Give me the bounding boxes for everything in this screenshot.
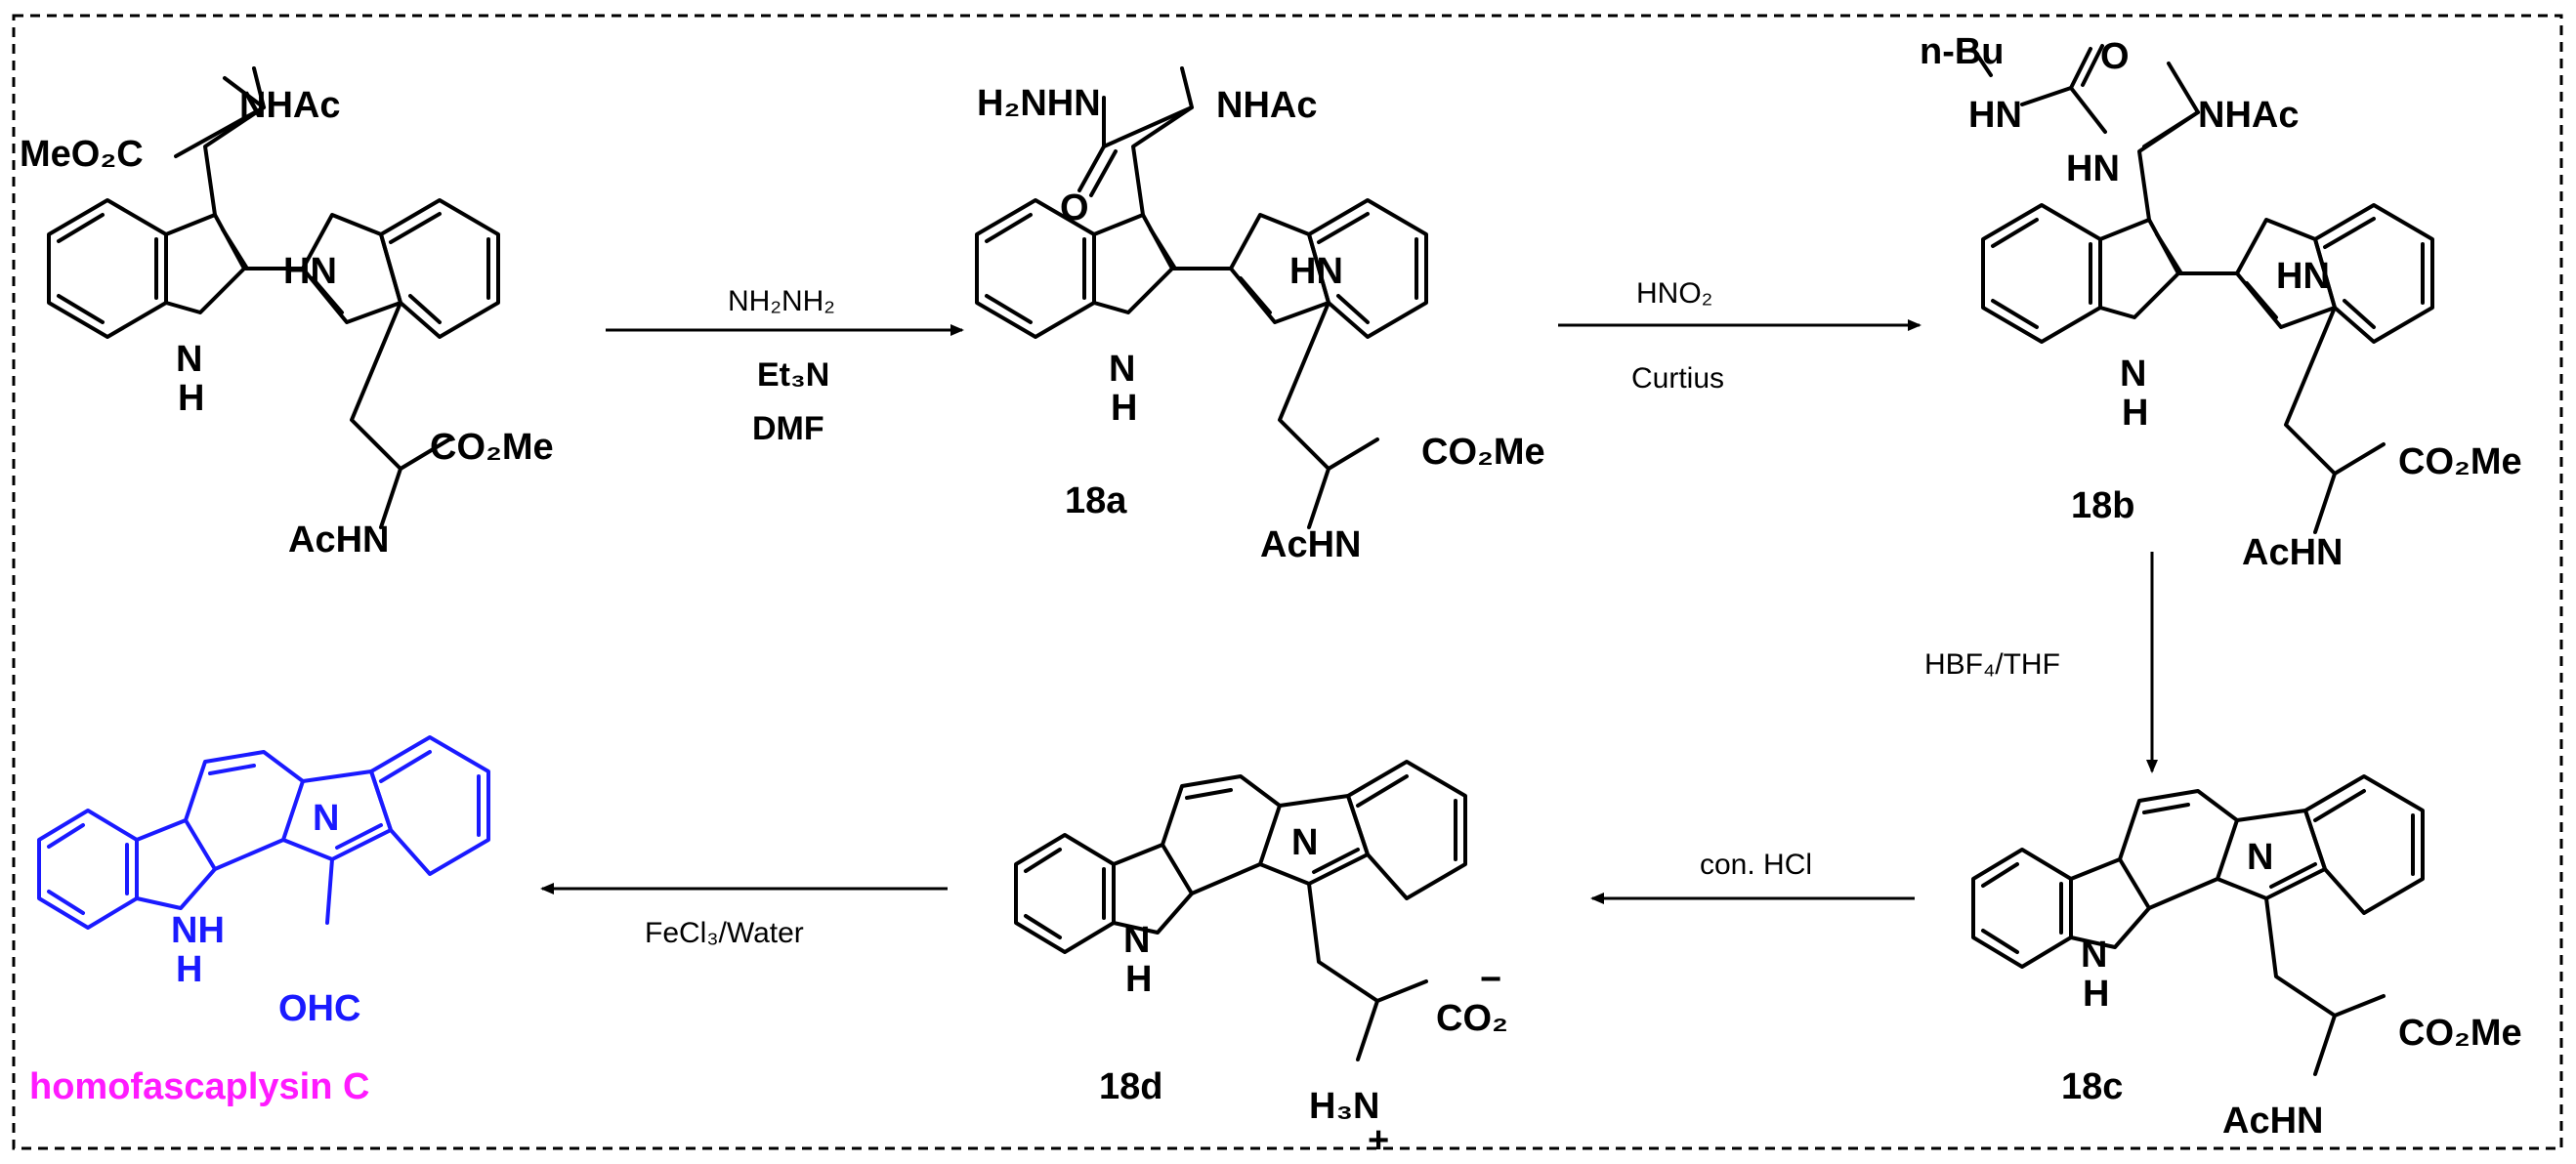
c18b-hn2: HN xyxy=(2066,148,2120,189)
sm-achn: AcHN xyxy=(288,520,389,561)
label-18b: 18b xyxy=(2071,485,2134,526)
sm-meo2c: MeO₂C xyxy=(20,134,144,175)
c18d-n: N xyxy=(1291,822,1318,863)
sm-co2me: CO₂Me xyxy=(430,427,554,468)
c18a-achn: AcHN xyxy=(1260,524,1361,565)
c18a-co2me: CO₂Me xyxy=(1421,432,1545,473)
reagent-step1-c: DMF xyxy=(752,410,824,447)
c18c-h: H xyxy=(2083,974,2109,1015)
reagent-step1-a: NH₂NH₂ xyxy=(728,285,835,317)
c18a-o: O xyxy=(1060,187,1089,229)
reagent-step2-a: HNO₂ xyxy=(1636,277,1712,310)
c18d-h: H xyxy=(1125,959,1152,1000)
reagent-step2-b: Curtius xyxy=(1631,362,1724,395)
c18c-n: N xyxy=(2247,837,2273,878)
product-nh: NH xyxy=(171,910,225,951)
label-product: homofascaplysin C xyxy=(29,1066,369,1107)
c18b-co2me: CO₂Me xyxy=(2398,441,2522,482)
product-n: N xyxy=(313,798,339,839)
c18d-minus: − xyxy=(1480,959,1501,1000)
compound-18c xyxy=(1971,774,2425,1076)
c18a-n: N xyxy=(1109,349,1135,390)
c18c-co2me: CO₂Me xyxy=(2398,1013,2522,1054)
label-18a: 18a xyxy=(1065,480,1127,521)
compound-18b xyxy=(1971,44,2434,534)
product-homofascaplysin-c xyxy=(37,735,490,930)
c18d-co2: CO₂ xyxy=(1436,998,1508,1039)
reagent-step5: FeCl₃/Water xyxy=(645,917,804,949)
c18b-nbu: n-Bu xyxy=(1920,31,2005,72)
c18b-nhac: NHAc xyxy=(2198,95,2299,136)
product-ohc: OHC xyxy=(278,988,360,1029)
c18a-h2nhn: H₂NHN xyxy=(977,83,1101,124)
starting-material xyxy=(47,66,500,529)
c18b-hn1: HN xyxy=(1968,95,2022,136)
c18b-n: N xyxy=(2120,353,2146,395)
scheme-frame xyxy=(12,14,2563,1150)
sm-nhac: NHAc xyxy=(239,85,340,126)
reagent-step1-b: Et₃N xyxy=(757,356,829,394)
c18a-h: H xyxy=(1111,388,1137,429)
reagent-step4: con. HCl xyxy=(1700,849,1812,881)
sm-hn: HN xyxy=(283,251,337,292)
c18b-hn3: HN xyxy=(2276,256,2330,297)
sm-n: N xyxy=(176,339,202,380)
c18c-nh: N xyxy=(2081,935,2107,976)
c18d-plus: + xyxy=(1368,1120,1389,1161)
reagent-step3: HBF₄/THF xyxy=(1924,648,2060,681)
product-h: H xyxy=(176,949,202,990)
c18b-h: H xyxy=(2122,393,2148,434)
compound-18d xyxy=(1014,760,1467,1061)
compound-18a xyxy=(975,66,1428,529)
c18d-nh: N xyxy=(1123,920,1150,961)
c18a-hn: HN xyxy=(1289,251,1343,292)
c18b-achn: AcHN xyxy=(2242,532,2343,573)
label-18c: 18c xyxy=(2061,1066,2123,1107)
sm-h: H xyxy=(178,378,204,419)
c18c-achn: AcHN xyxy=(2222,1101,2323,1142)
c18d-h3n: H₃N xyxy=(1309,1086,1379,1127)
label-18d: 18d xyxy=(1099,1066,1162,1107)
c18a-nhac: NHAc xyxy=(1216,85,1317,126)
c18b-o: O xyxy=(2100,36,2130,77)
